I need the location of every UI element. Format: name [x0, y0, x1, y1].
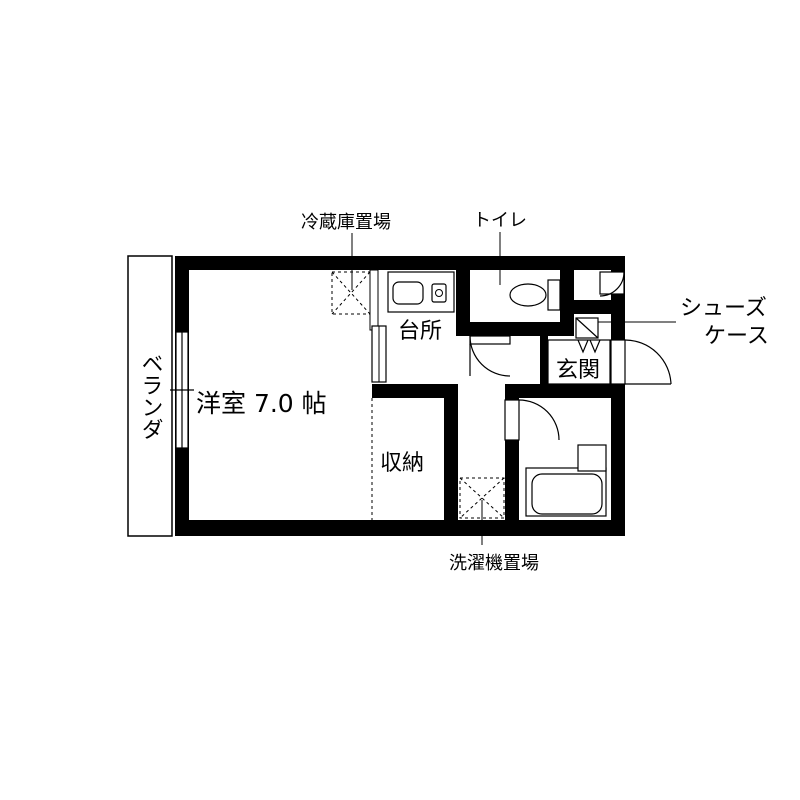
shoe-case-label-line1: シューズ — [680, 296, 767, 321]
veranda-label: ベランダ — [138, 352, 163, 440]
entrance-label: 玄関 — [556, 358, 600, 383]
entrance-area — [547, 339, 611, 385]
fridge-space-label: 冷蔵庫置場 — [301, 212, 391, 233]
fridge-space-marker — [331, 271, 371, 315]
veranda-window — [170, 331, 194, 449]
western-room-label: 洋室 7.0 帖 — [196, 389, 327, 418]
kitchen-label: 台所 — [398, 319, 442, 344]
bathtub — [525, 444, 607, 517]
room-sliding-door — [369, 269, 387, 383]
toilet-door — [469, 335, 511, 377]
bathroom-door — [504, 399, 560, 441]
storage-label: 収納 — [380, 451, 424, 476]
storage-door-top — [599, 271, 625, 297]
veranda-area — [127, 255, 173, 537]
toilet-fixture — [509, 279, 561, 311]
shoe-case-label-line2: ケース — [704, 324, 769, 349]
washer-space-marker — [459, 477, 505, 519]
kitchen-counter — [387, 271, 455, 313]
shoe-case — [575, 317, 599, 339]
washer-space-label: 洗濯機置場 — [449, 553, 539, 574]
toilet-label: トイレ — [473, 210, 527, 231]
interior-walls — [372, 256, 614, 520]
front-door — [610, 339, 672, 385]
